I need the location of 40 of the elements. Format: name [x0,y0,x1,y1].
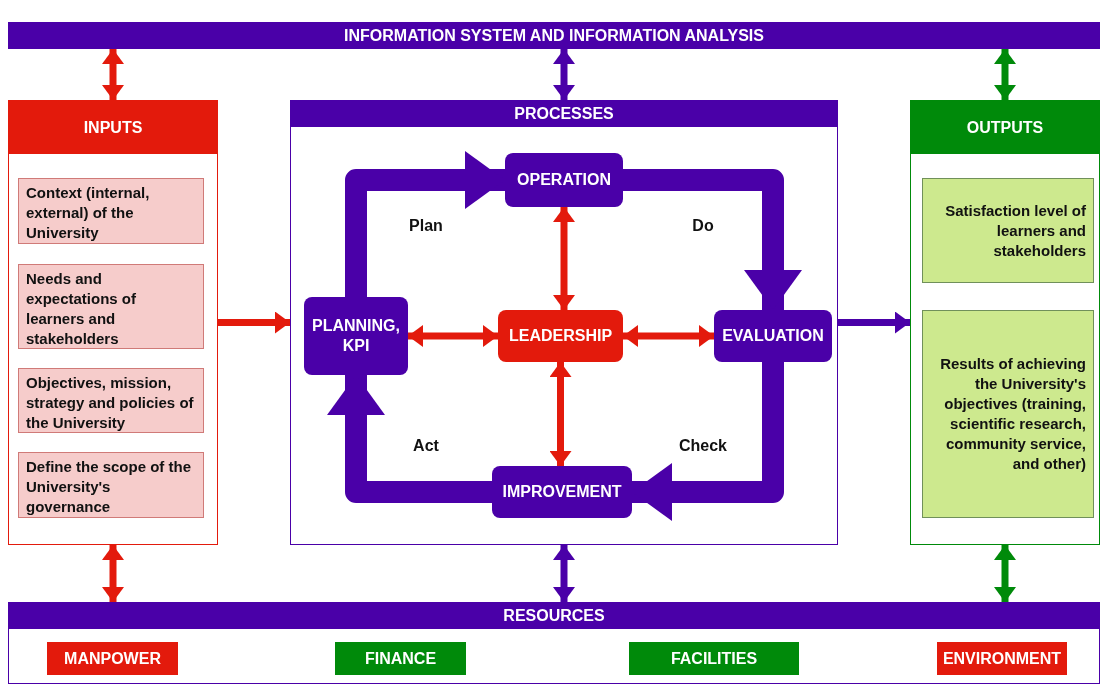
panel-frame [910,100,1100,545]
panel-title: RESOURCES [503,607,605,625]
process-box: EVALUATION [714,310,832,362]
text-box: Objectives, mission, strategy and policies of the University [18,368,204,433]
resource-box: ENVIRONMENT [937,642,1067,675]
text-box: Satisfaction level of learners and stakeholders [922,178,1094,283]
arrow [994,49,1016,100]
arrow [102,49,124,100]
panel-title: INPUTS [83,118,143,137]
arrow [838,311,910,334]
resource-box: FACILITIES [629,642,799,675]
panel-frame [8,100,218,545]
text-box: Define the scope of the University's governance [18,452,204,518]
process-box: LEADERSHIP [498,310,623,362]
process-box: OPERATION [505,153,623,207]
arrow [553,545,575,602]
arrow [218,311,290,334]
arrow [102,545,124,602]
arrow [553,207,575,310]
text-box: Needs and expectations of learners and stakeholders [18,264,204,349]
arrow [549,362,572,466]
title-bar: INFORMATION SYSTEM AND INFORMATION ANALYSIS [8,22,1100,49]
panel-title: PROCESSES [514,105,614,123]
panel-frame [290,100,838,545]
process-box: PLANNING, KPI [304,297,408,375]
panel-frame [8,602,1100,684]
text-box: Results of achieving the University's objectives (training, scientific research, community service, and other) [922,310,1094,518]
arrow [623,325,714,347]
process-box: IMPROVEMENT [492,466,632,518]
arrow [408,325,498,347]
text-box: Context (internal, external) of the University [18,178,204,244]
resource-box: MANPOWER [47,642,178,675]
arrow [327,375,492,503]
resource-box: FINANCE [335,642,466,675]
arrow [994,545,1016,602]
arrow [345,151,505,297]
arrow [632,362,784,521]
panel-title: OUTPUTS [966,118,1044,137]
arrow [623,169,802,310]
arrow [553,49,575,100]
